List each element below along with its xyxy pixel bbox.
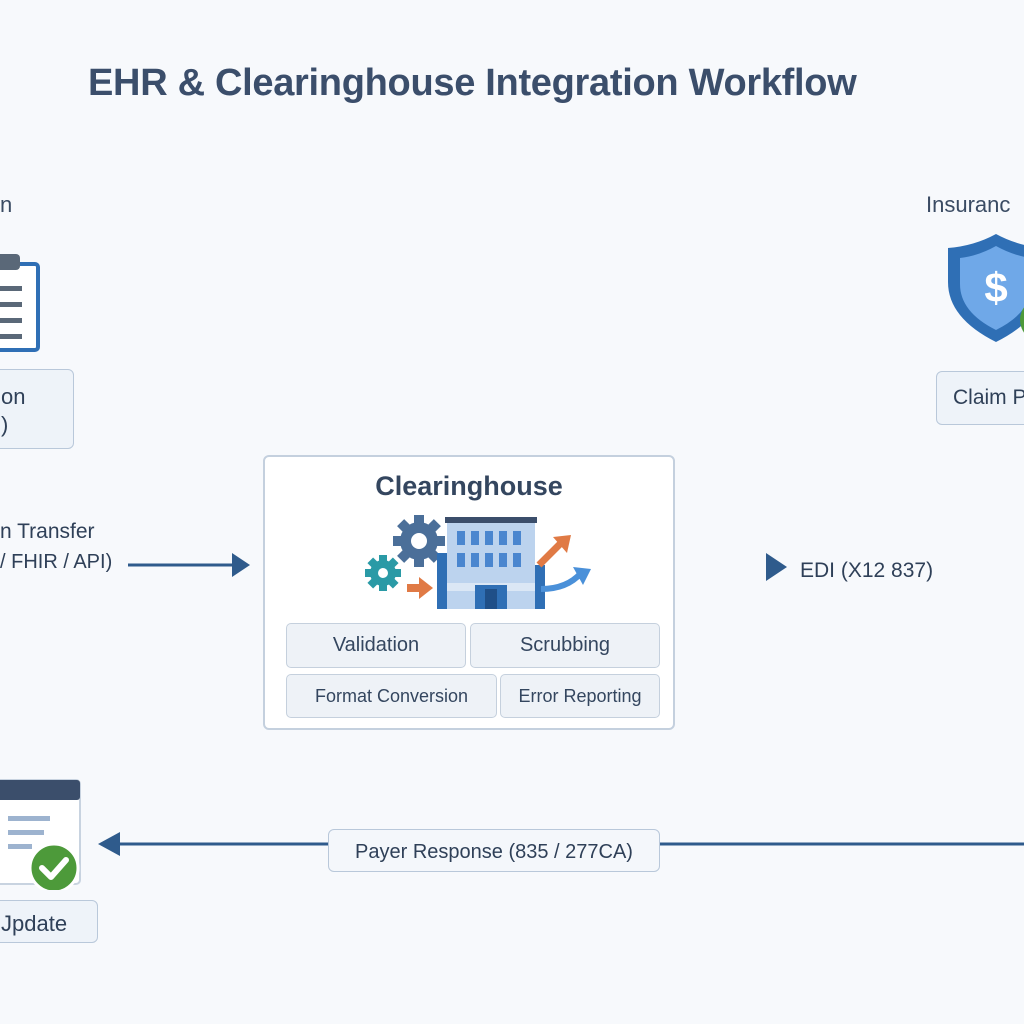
clearinghouse-illustration xyxy=(365,515,591,609)
status-update-box: Jpdate xyxy=(0,900,98,943)
gear-icon xyxy=(393,515,445,567)
status-update-label: Jpdate xyxy=(1,911,68,936)
ehr-label-box: on ) xyxy=(0,369,74,449)
insurance-title: Insuranc xyxy=(926,192,1011,217)
format-conversion-box: Format Conversion xyxy=(286,674,497,718)
document-check-icon xyxy=(0,779,81,890)
clearinghouse-panel: Clearinghouse xyxy=(263,455,675,730)
payer-response-label: Payer Response (835 / 277CA) xyxy=(355,841,633,863)
validation-box: Validation xyxy=(286,623,466,668)
arrow-right-icon xyxy=(407,577,433,599)
scrubbing-box: Scrubbing xyxy=(470,623,660,668)
clipboard-icon xyxy=(0,254,40,352)
data-transfer-label-line1: n Transfer xyxy=(0,520,95,543)
check-badge-icon xyxy=(1020,307,1024,333)
dollar-icon: $ xyxy=(984,264,1007,311)
shield-icon: $ xyxy=(948,234,1024,342)
payer-response-box: Payer Response (835 / 277CA) xyxy=(328,829,660,872)
small-gear-icon xyxy=(365,555,401,591)
check-circle-icon xyxy=(28,842,80,890)
edi-label: EDI (X12 837) xyxy=(800,559,934,582)
insurance-label: Claim P xyxy=(953,386,1024,409)
payer-response-arrow xyxy=(98,832,1024,856)
data-transfer-arrow xyxy=(128,553,250,577)
insurance-label-box: Claim P xyxy=(936,371,1024,425)
page-title: EHR & Clearinghouse Integration Workflow xyxy=(88,62,857,104)
edi-arrow xyxy=(678,553,787,581)
error-reporting-box: Error Reporting xyxy=(500,674,660,718)
data-transfer-label-line2: / FHIR / API) xyxy=(0,551,113,573)
clearinghouse-title: Clearinghouse xyxy=(375,471,563,501)
building-icon xyxy=(437,517,545,609)
ehr-label-line2: ) xyxy=(1,412,9,437)
trend-arrow-icon xyxy=(536,535,591,592)
ehr-label-line1: on xyxy=(1,384,26,409)
ehr-title: n xyxy=(0,192,13,217)
